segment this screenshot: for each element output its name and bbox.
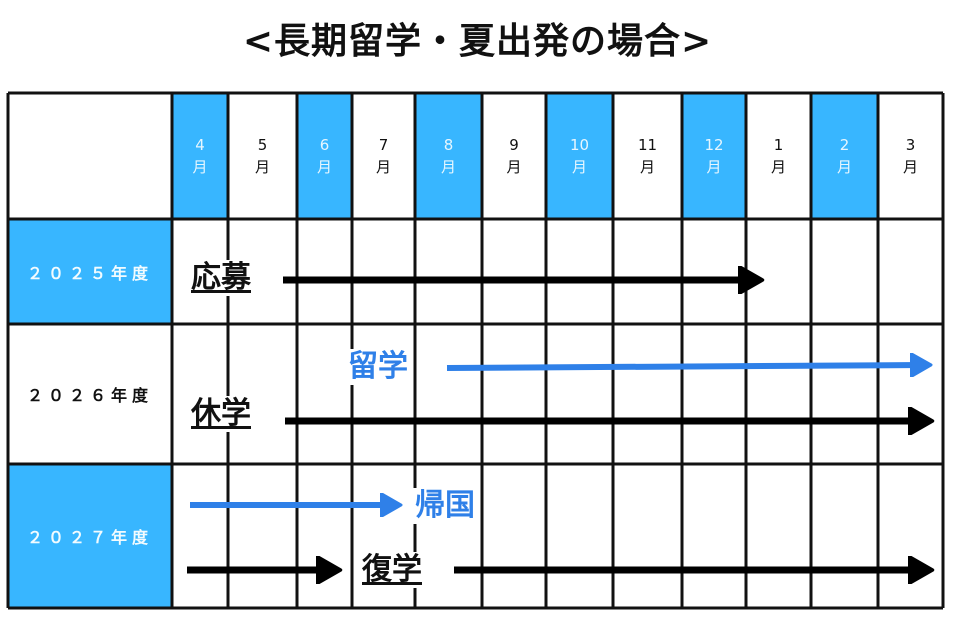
fiscal-year-label: ２０２５年度 — [8, 219, 172, 324]
month-unit: 月 — [706, 158, 722, 176]
month-unit: 月 — [506, 158, 522, 176]
month-number: 6 — [319, 136, 330, 154]
month-number: 12 — [704, 136, 724, 154]
label-study-abroad: 留学 — [344, 349, 412, 385]
fiscal-year-label: ２０２７年度 — [8, 464, 172, 608]
month-header: 11 月 — [613, 93, 682, 219]
label-return-home: 帰国 — [411, 488, 479, 524]
label-leave: 休学 — [187, 396, 255, 432]
month-unit: 月 — [440, 158, 456, 176]
label-reinstate: 復学 — [358, 552, 426, 588]
month-number: 1 — [773, 136, 784, 154]
month-unit: 月 — [192, 158, 208, 176]
month-number: 11 — [637, 136, 658, 154]
label-apply: 応募 — [187, 260, 255, 296]
page-title: <長期留学・夏出発の場合> — [242, 21, 713, 62]
month-number: 2 — [839, 136, 850, 154]
month-unit: 月 — [836, 158, 852, 176]
month-unit: 月 — [902, 158, 918, 176]
month-number: 3 — [905, 136, 916, 154]
month-unit: 月 — [571, 158, 587, 176]
month-number: 7 — [378, 136, 389, 154]
month-number: 9 — [509, 136, 519, 154]
month-number: 4 — [195, 136, 205, 154]
month-number: 8 — [443, 136, 454, 154]
month-number: 5 — [257, 136, 268, 154]
month-unit: 月 — [316, 158, 332, 176]
month-unit: 月 — [254, 158, 270, 176]
month-unit: 月 — [375, 158, 391, 176]
month-number: 10 — [569, 136, 590, 154]
fiscal-year-label: ２０２６年度 — [26, 386, 153, 405]
month-unit: 月 — [770, 158, 786, 176]
study-abroad-arrow — [446, 365, 922, 368]
month-header: 12 月 — [682, 93, 746, 219]
month-unit: 月 — [639, 158, 655, 176]
month-header: 10 月 — [546, 93, 613, 219]
